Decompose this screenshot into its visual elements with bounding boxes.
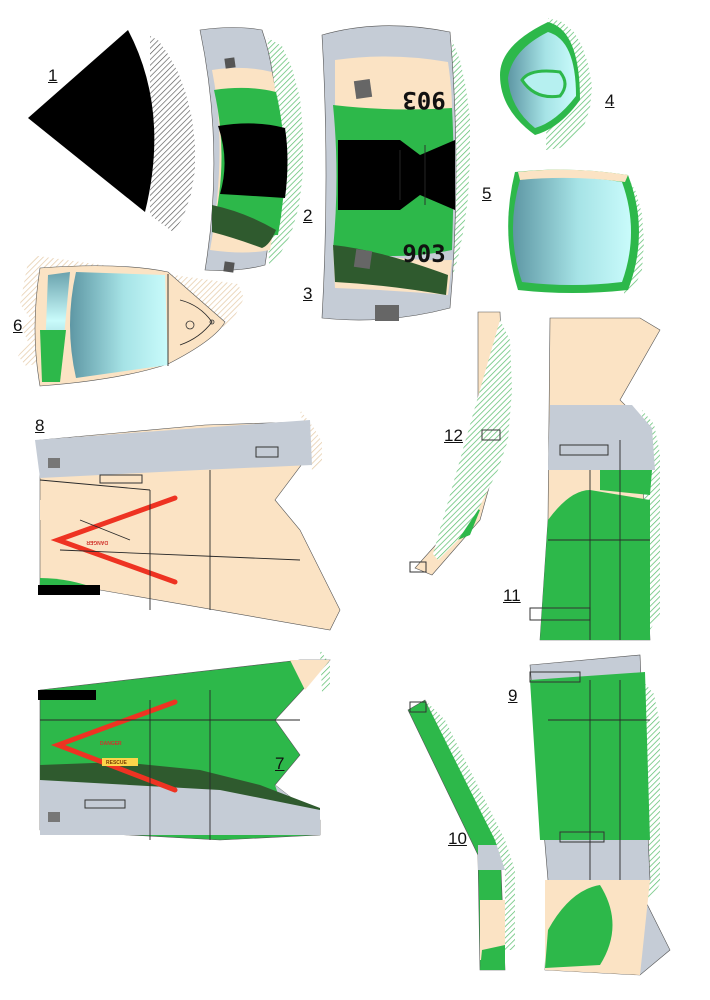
part-number-8: 8 xyxy=(35,416,45,435)
part-number-6: 6 xyxy=(13,316,23,335)
part-10-intake-strip xyxy=(407,699,515,971)
part-8-fuselage-side: DANGER xyxy=(35,410,341,631)
part-5-canopy-section xyxy=(508,169,644,294)
part-1-nose-gore xyxy=(28,30,195,232)
part-11-intake-panel xyxy=(529,317,661,641)
part-3-forward-fuselage: 903 903 xyxy=(321,25,470,321)
part-6-windscreen xyxy=(18,256,244,387)
part-number-5: 5 xyxy=(482,184,492,203)
part-number-11: 11 xyxy=(503,586,521,605)
danger-stencil-mirrored: DANGER xyxy=(86,539,108,545)
part-number-12: 12 xyxy=(444,426,463,445)
part-9-intake-panel xyxy=(529,654,671,976)
serial-number: 903 xyxy=(402,240,445,268)
part-4-canopy-cap xyxy=(500,18,592,150)
part-number-10: 10 xyxy=(448,829,467,848)
part-number-1: 1 xyxy=(48,66,58,85)
part-number-7: 7 xyxy=(275,754,285,773)
part-2-nose-band xyxy=(199,27,303,273)
danger-stencil: DANGER xyxy=(100,741,122,747)
rescue-stencil: RESCUE xyxy=(106,760,128,766)
part-number-9: 9 xyxy=(508,686,518,705)
part-number-2: 2 xyxy=(303,206,313,225)
part-number-4: 4 xyxy=(605,91,615,110)
part-12-intake-strip xyxy=(409,311,512,576)
part-number-3: 3 xyxy=(303,284,313,303)
serial-number-inverted: 903 xyxy=(402,86,445,114)
part-7-fuselage-side: RESCUE DANGER xyxy=(38,650,331,841)
